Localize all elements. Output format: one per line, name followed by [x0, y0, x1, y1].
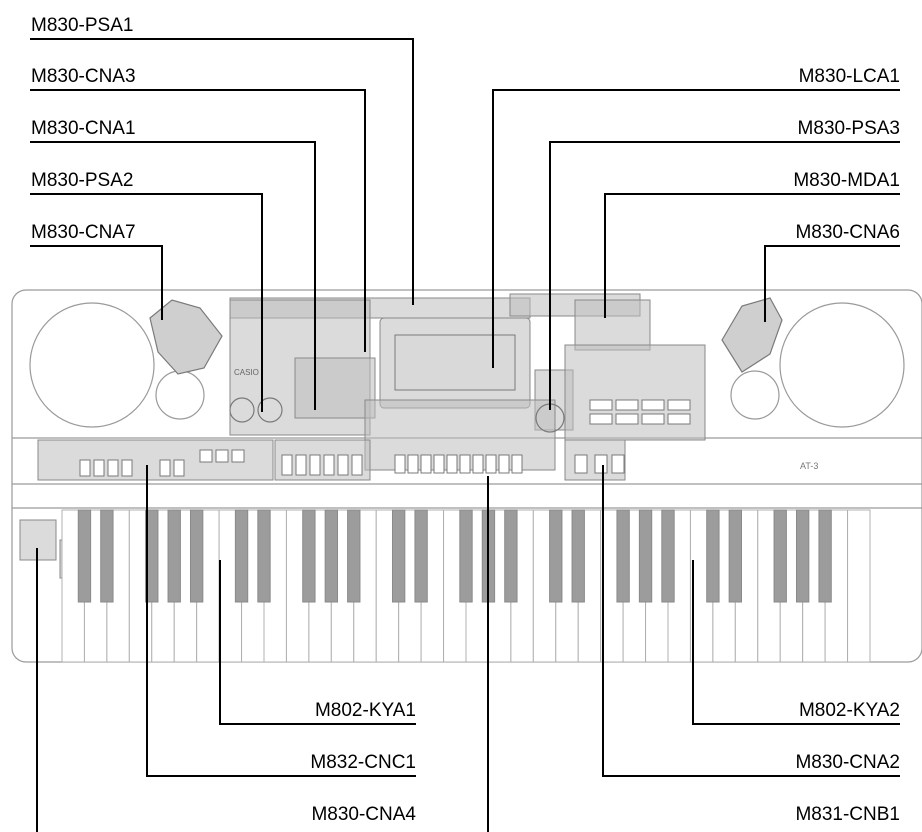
cna7-connector [149, 299, 223, 375]
black-key [324, 509, 339, 603]
black-key [302, 509, 316, 603]
label-m831-cnb1: M831-CNB1 [795, 804, 900, 825]
right-speaker [730, 302, 905, 428]
black-key [234, 509, 249, 603]
black-key [347, 509, 361, 603]
label-m832-cnc1: M832-CNC1 [310, 752, 416, 773]
black-key [728, 509, 742, 603]
black-key [145, 509, 159, 603]
black-key [100, 509, 114, 603]
white-key [847, 509, 871, 663]
label-m830-psa1: M830-PSA1 [31, 15, 134, 36]
label-m830-psa3: M830-PSA3 [797, 118, 900, 139]
label-m830-lca1: M830-LCA1 [798, 66, 900, 87]
black-key [549, 509, 563, 603]
black-key [638, 509, 653, 603]
black-key [167, 509, 181, 603]
black-key [795, 509, 810, 603]
label-m830-cna4: M830-CNA4 [311, 804, 416, 825]
label-m830-mda1: M830-MDA1 [793, 170, 900, 191]
label-m830-psa2: M830-PSA2 [31, 170, 134, 191]
label-m830-cna1: M830-CNA1 [31, 118, 136, 139]
black-key [257, 509, 271, 603]
brand-text: CASIO [234, 368, 259, 377]
label-m830-cna7: M830-CNA7 [31, 222, 136, 243]
label-m830-cna3: M830-CNA3 [31, 66, 136, 87]
black-key [189, 509, 204, 603]
label-m802-kya1: M802-KYA1 [314, 700, 416, 721]
label-m830-cna2: M830-CNA2 [795, 752, 900, 773]
black-key [661, 509, 675, 603]
black-key [77, 509, 92, 603]
label-m802-kya2: M802-KYA2 [798, 700, 900, 721]
black-key [571, 509, 585, 603]
black-keys [77, 509, 832, 603]
black-key [459, 509, 473, 603]
lcd-screen [394, 334, 516, 391]
black-key [414, 509, 428, 603]
black-key [391, 509, 406, 603]
model-text: AT-3 [800, 461, 818, 471]
black-key [773, 509, 787, 603]
leader-lines [30, 38, 900, 832]
black-key [616, 509, 630, 603]
black-key [504, 509, 518, 603]
panel-buttons [79, 399, 691, 477]
black-key [818, 509, 832, 603]
black-key [706, 509, 720, 603]
label-m830-cna6: M830-CNA6 [795, 222, 900, 243]
cna6-connector [721, 297, 783, 373]
